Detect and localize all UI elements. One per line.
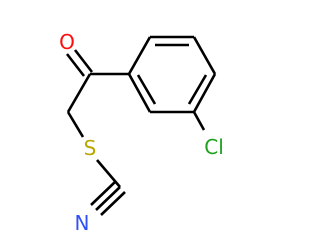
carbonyl-double-bond — [65, 49, 94, 77]
methylene-to-sulfur-bond — [66, 111, 85, 138]
cyano-triple-bond — [90, 181, 126, 216]
ring-bond — [127, 73, 152, 113]
sulfur-atom-label: S — [84, 136, 97, 160]
nitrogen-atom-label: N — [75, 211, 90, 235]
ring-bond — [192, 73, 217, 113]
chlorine-atom-label: Cl — [204, 135, 224, 159]
bond-line — [73, 49, 94, 73]
ring-to-chlorine-bond — [192, 111, 206, 131]
bond-line — [90, 181, 116, 206]
ring-bond — [192, 36, 217, 75]
molecule-structure-diagram: O S N Cl — [59, 30, 224, 235]
ring-bond — [127, 36, 152, 75]
carbonyl-to-methylene-bond — [66, 73, 92, 113]
bond-line — [100, 191, 126, 216]
benzene-ring — [127, 35, 217, 114]
ring-inner-double-bond — [136, 74, 157, 105]
oxygen-atom-label: O — [59, 30, 75, 54]
bond-line — [95, 186, 121, 211]
bond-line — [65, 53, 86, 77]
sulfur-to-cyano-carbon-bond — [96, 159, 121, 188]
ring-inner-double-bond — [187, 74, 208, 105]
